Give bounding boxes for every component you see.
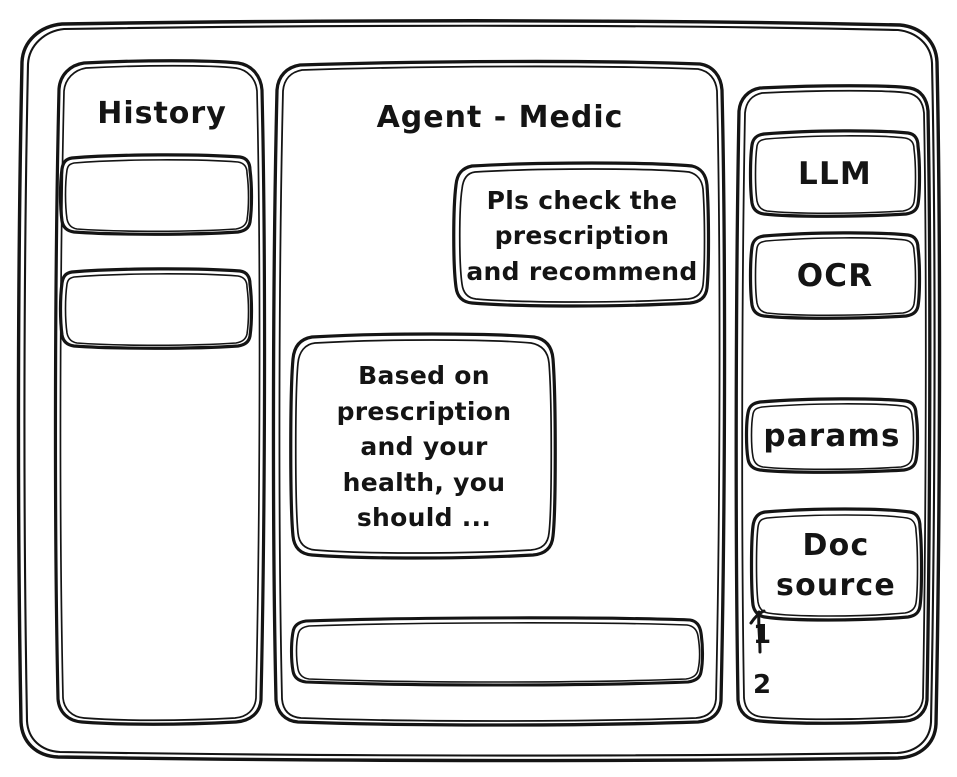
- tool-ocr-button[interactable]: OCR: [796, 258, 874, 295]
- doc-source-list-item-1[interactable]: 1: [753, 620, 772, 651]
- tool-doc-source-button[interactable]: Doc source: [776, 528, 896, 603]
- tool-llm-button[interactable]: LLM: [798, 156, 872, 193]
- user-message-bubble: Pls check the prescription and recommend: [466, 185, 698, 286]
- composer-input[interactable]: [293, 620, 703, 684]
- agent-title: Agent - Medic: [376, 99, 624, 135]
- history-item-2[interactable]: [60, 270, 252, 348]
- tool-params-button[interactable]: params: [763, 418, 901, 455]
- history-item-1[interactable]: [60, 156, 252, 234]
- assistant-message-bubble: Based on prescription and your health, y…: [336, 361, 512, 533]
- doc-source-list-item-2[interactable]: 2: [753, 670, 772, 701]
- history-title: History: [97, 95, 227, 131]
